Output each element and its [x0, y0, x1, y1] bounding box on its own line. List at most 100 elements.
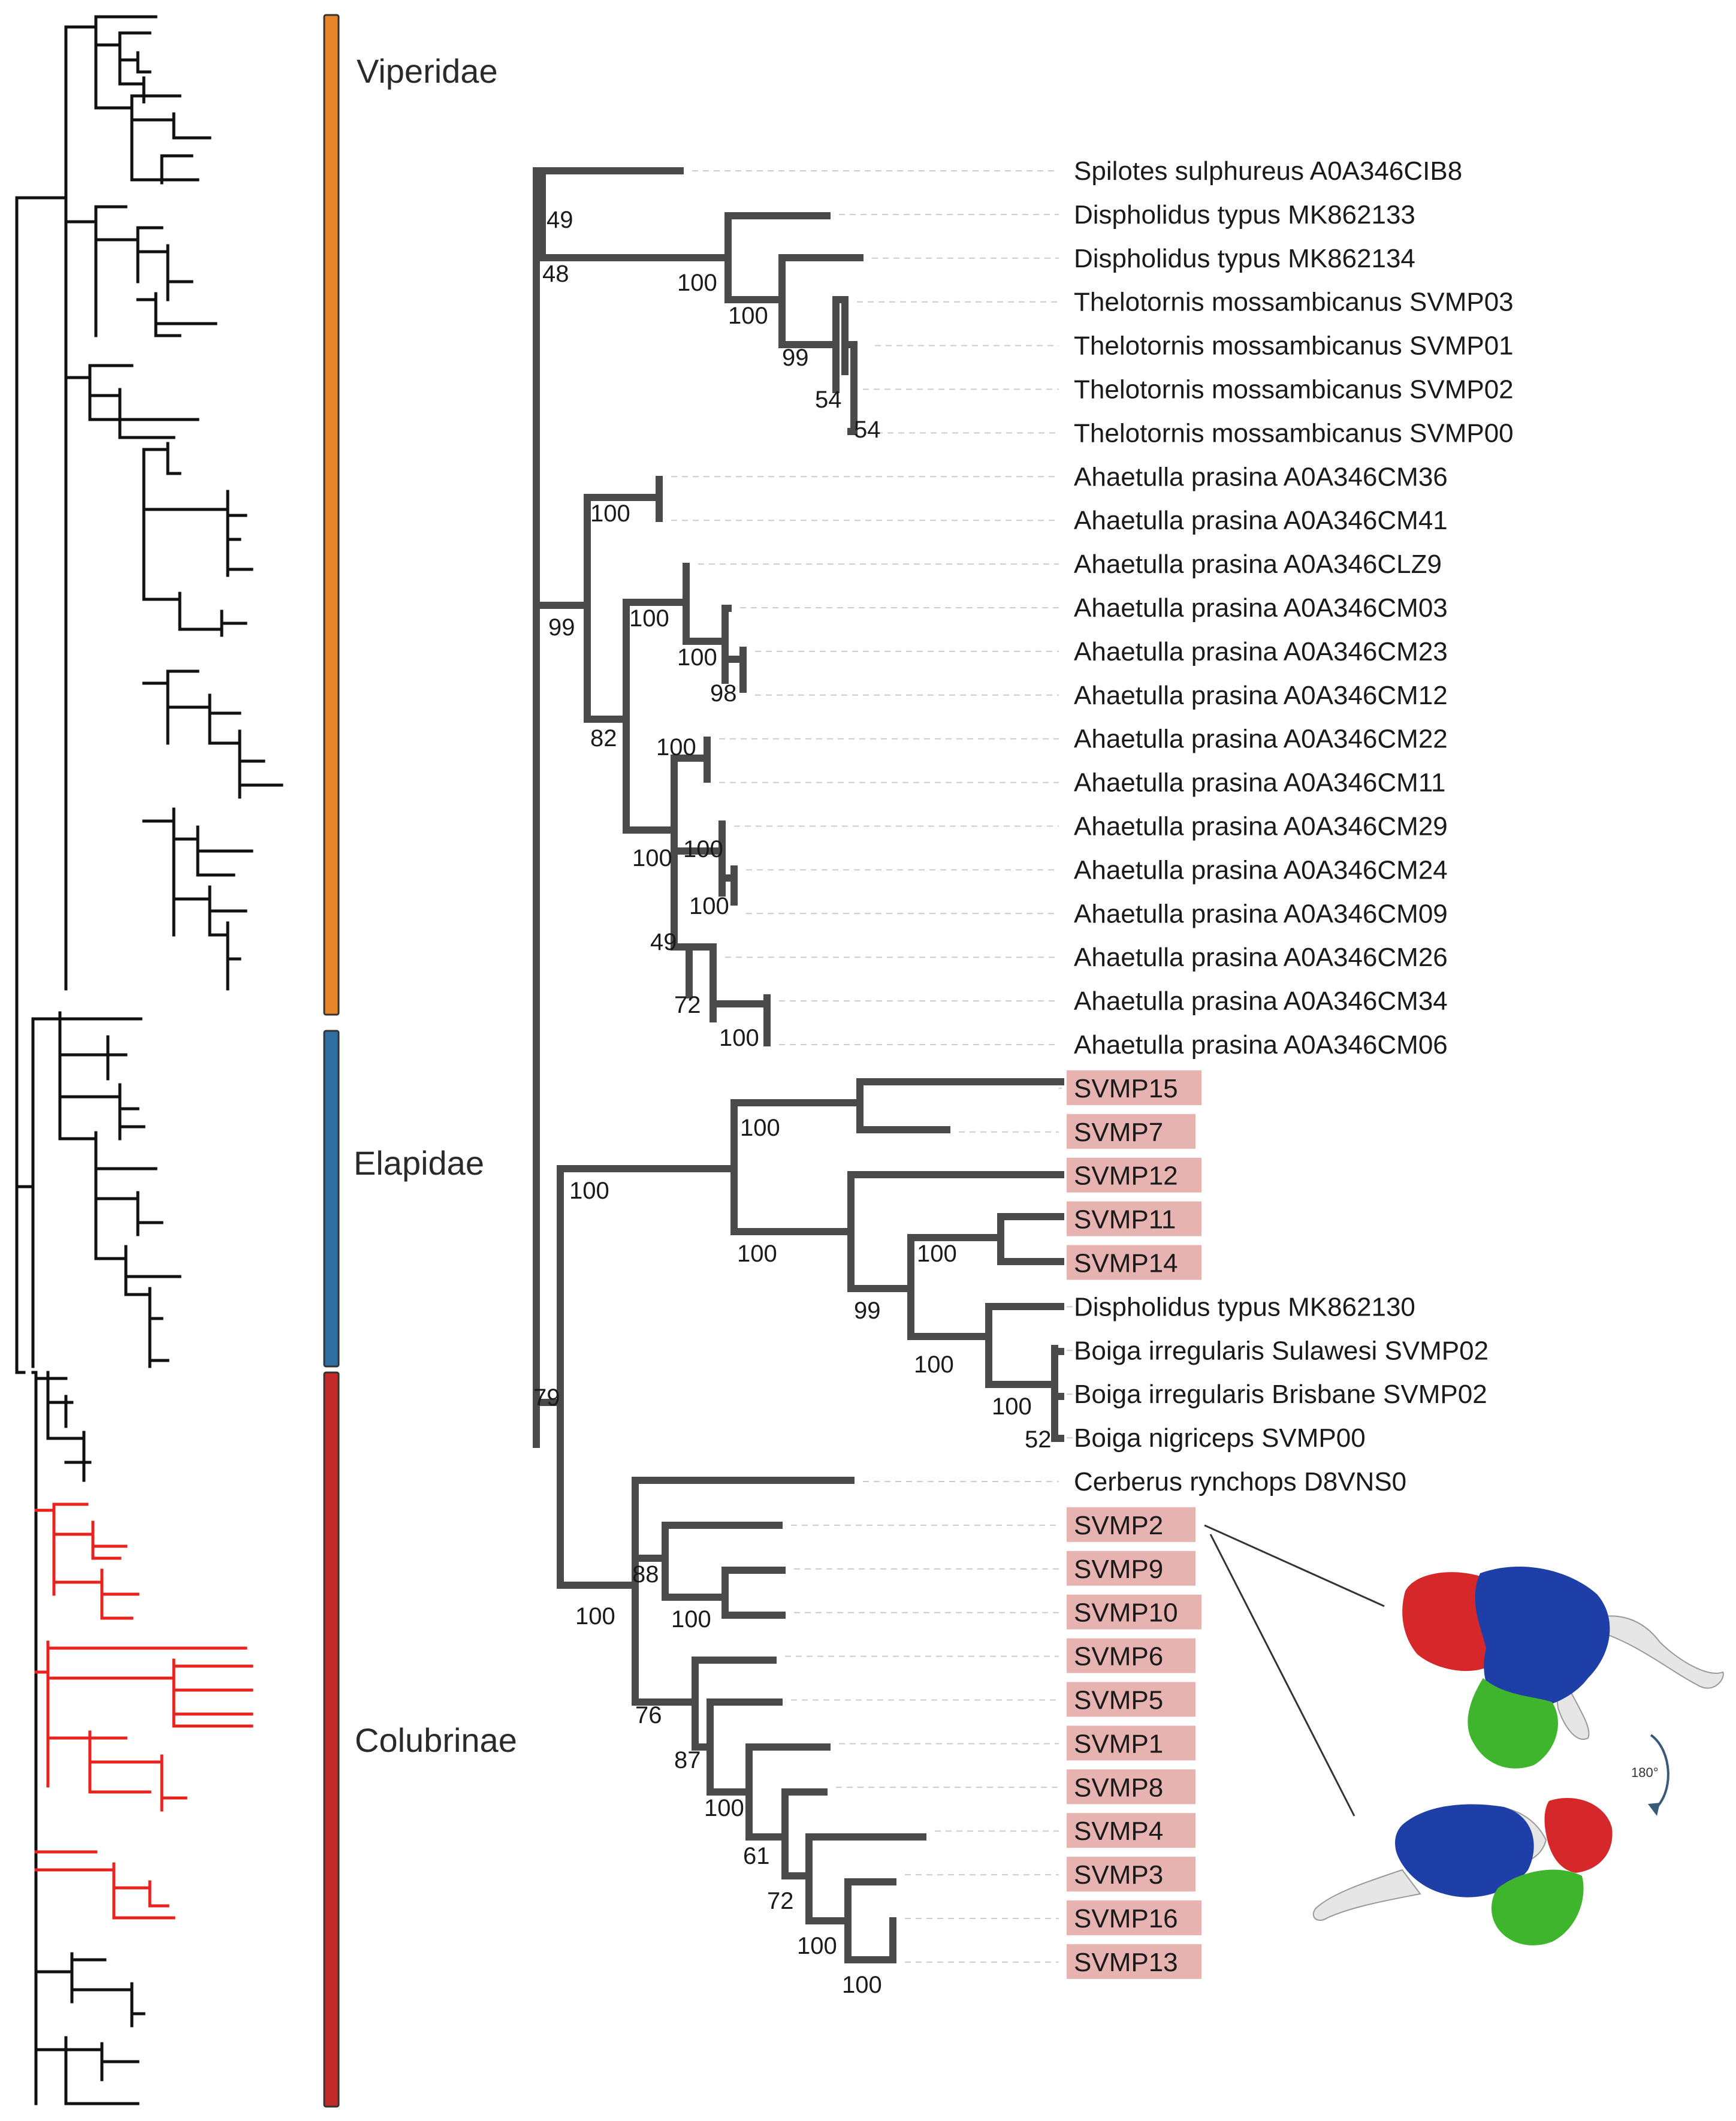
- tip-highlight-box: [1067, 1900, 1201, 1935]
- family-bar-viperidae: [323, 14, 340, 1016]
- support-value: 100: [719, 1025, 759, 1051]
- support-value: 72: [674, 992, 701, 1018]
- support-value: 72: [767, 1888, 794, 1914]
- tip-label: Boiga nigriceps SVMP00: [1074, 1423, 1366, 1453]
- tip-label: SVMP15: [1074, 1074, 1178, 1103]
- support-value: 49: [650, 929, 677, 955]
- tip-label: Ahaetulla prasina A0A346CM22: [1074, 725, 1448, 754]
- tip-label: Ahaetulla prasina A0A346CM09: [1074, 899, 1448, 928]
- tip-highlight-box: [1067, 1114, 1195, 1149]
- protein-structure-top: [1402, 1566, 1724, 1769]
- tip-label: Ahaetulla prasina A0A346CLZ9: [1074, 550, 1442, 579]
- family-bar-colubrinae: [323, 1371, 340, 2108]
- tip-label: SVMP13: [1074, 1948, 1178, 1977]
- support-value: 100: [740, 1115, 780, 1141]
- tip-label: SVMP16: [1074, 1904, 1178, 1933]
- support-value: 87: [674, 1747, 701, 1773]
- tip-label: Cerberus rynchops D8VNS0: [1074, 1467, 1406, 1497]
- support-value: 100: [917, 1241, 957, 1267]
- family-label-elapidae: Elapidae: [354, 1144, 484, 1182]
- tip-label: SVMP10: [1074, 1598, 1178, 1628]
- support-value: 49: [547, 207, 573, 233]
- tip-label: Ahaetulla prasina A0A346CM29: [1074, 812, 1448, 841]
- support-value: 100: [569, 1178, 609, 1204]
- tip-highlight-box: [1067, 1070, 1201, 1105]
- tip-label: SVMP8: [1074, 1773, 1163, 1802]
- tip-highlight-box: [1067, 1201, 1201, 1236]
- tip-highlight-box: [1067, 1725, 1195, 1761]
- tip-label: Dispholidus typus MK862133: [1074, 200, 1415, 230]
- support-value: 100: [704, 1795, 744, 1821]
- protein-structure-bottom: [1312, 1798, 1613, 1945]
- tip-label: Ahaetulla prasina A0A346CM34: [1074, 986, 1448, 1016]
- tip-label: SVMP11: [1074, 1205, 1176, 1235]
- tip-label: Ahaetulla prasina A0A346CM24: [1074, 855, 1448, 885]
- tip-label: Boiga irregularis Brisbane SVMP02: [1074, 1380, 1487, 1409]
- support-value: 100: [992, 1393, 1032, 1420]
- tip-label: Ahaetulla prasina A0A346CM11: [1074, 768, 1446, 798]
- tip-label: SVMP3: [1074, 1860, 1163, 1890]
- tip-label: SVMP6: [1074, 1642, 1163, 1672]
- support-value: 100: [677, 270, 717, 296]
- support-value: 99: [548, 614, 575, 641]
- tip-label: SVMP14: [1074, 1249, 1178, 1278]
- overview-tree-elapidae: [15, 1011, 182, 1368]
- tip-label: Dispholidus typus MK862134: [1074, 244, 1415, 273]
- tip-label: Ahaetulla prasina A0A346CM23: [1074, 637, 1448, 666]
- tip-label: SVMP2: [1074, 1511, 1163, 1540]
- tip-label: Boiga irregularis Sulawesi SVMP02: [1074, 1336, 1489, 1365]
- tip-label: Thelotornis mossambicanus SVMP02: [1074, 375, 1514, 405]
- support-value: 100: [842, 1972, 882, 1998]
- support-value: 100: [575, 1603, 615, 1630]
- tip-label: Ahaetulla prasina A0A346CM26: [1074, 943, 1448, 972]
- support-value: 48: [542, 261, 569, 287]
- tip-label: Thelotornis mossambicanus SVMP03: [1074, 288, 1514, 317]
- support-value: 100: [683, 836, 723, 862]
- overview-tree-colubrinae: [31, 1371, 253, 2105]
- support-value: 100: [914, 1351, 954, 1378]
- support-value: 88: [632, 1561, 659, 1588]
- tip-highlight-box: [1067, 1682, 1195, 1717]
- tip-label: SVMP5: [1074, 1686, 1163, 1715]
- rotation-label: 180°: [1631, 1765, 1659, 1780]
- support-value: 100: [728, 303, 768, 329]
- support-value: 100: [590, 500, 630, 527]
- tip-highlight-box: [1067, 1638, 1195, 1673]
- tip-labels: Spilotes sulphureus A0A346CIB8Dispholidu…: [1067, 156, 1514, 1979]
- overview-tree-viperidae: [15, 15, 283, 1374]
- support-value: 100: [737, 1241, 777, 1267]
- support-value: 100: [629, 605, 669, 632]
- tip-label: SVMP1: [1074, 1729, 1163, 1758]
- tip-highlight-box: [1067, 1157, 1201, 1193]
- support-value: 100: [671, 1606, 711, 1633]
- family-label-colubrinae: Colubrinae: [355, 1721, 517, 1759]
- tip-label: Ahaetulla prasina A0A346CM06: [1074, 1030, 1448, 1060]
- tip-label: SVMP12: [1074, 1161, 1178, 1191]
- support-value: 54: [815, 387, 842, 413]
- tip-highlight-box: [1067, 1857, 1195, 1892]
- tip-highlight-box: [1067, 1550, 1195, 1586]
- tip-highlight-box: [1067, 1594, 1201, 1630]
- support-value: 98: [710, 680, 737, 707]
- support-value: 54: [854, 417, 881, 443]
- tip-highlight-box: [1067, 1769, 1195, 1805]
- family-bar-elapidae: [323, 1030, 340, 1368]
- support-value: 52: [1025, 1426, 1052, 1453]
- callout-lines: [1204, 1524, 1385, 1817]
- main-tree-branches: [533, 167, 1064, 1963]
- overview-tree: [15, 15, 283, 2105]
- tip-highlight-box: [1067, 1944, 1201, 1979]
- support-value: 82: [590, 725, 617, 752]
- tip-label: Ahaetulla prasina A0A346CM12: [1074, 681, 1448, 710]
- family-label-viperidae: Viperidae: [357, 52, 498, 90]
- support-value: 61: [743, 1843, 770, 1869]
- support-value: 100: [797, 1933, 837, 1959]
- support-value: 100: [656, 734, 696, 761]
- support-value: 79: [533, 1384, 560, 1411]
- support-value: 100: [632, 845, 672, 871]
- support-value: 99: [782, 345, 809, 371]
- tip-label: Ahaetulla prasina A0A346CM41: [1074, 506, 1448, 535]
